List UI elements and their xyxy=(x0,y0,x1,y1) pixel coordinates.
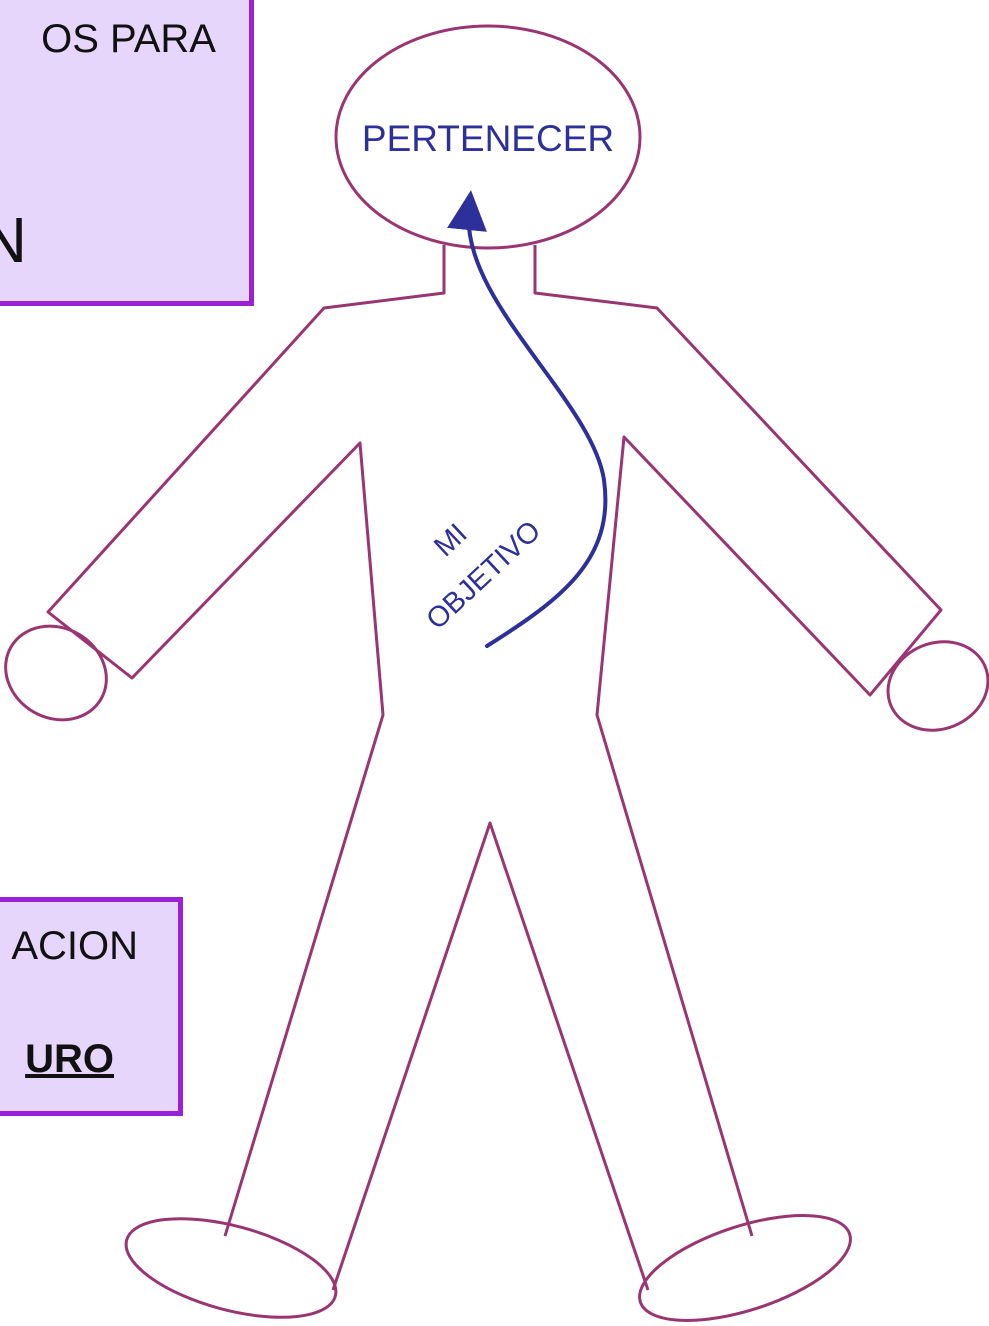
bottom-text-box: ACION URO xyxy=(0,897,183,1116)
top-box-line-1: OS PARA xyxy=(41,17,216,61)
arrow-label-mi: MI xyxy=(428,518,473,563)
objective-arrow xyxy=(447,190,608,648)
figure-right-foot xyxy=(638,1214,852,1322)
figure-body-outline-right xyxy=(533,245,943,1237)
figure-body-outline xyxy=(46,245,446,1237)
top-box-line-2: N xyxy=(0,203,27,277)
figure-crotch xyxy=(331,821,650,1291)
head-label: PERTENECER xyxy=(362,118,614,159)
bottom-box-line-1: ACION xyxy=(11,924,138,968)
figure-left-foot xyxy=(124,1217,338,1319)
figure-left-hand xyxy=(4,624,108,722)
bottom-box-line-2: URO xyxy=(25,1037,114,1081)
figure-right-hand xyxy=(886,640,989,732)
figure-head xyxy=(334,24,642,250)
top-text-box: OS PARA N xyxy=(0,0,254,306)
